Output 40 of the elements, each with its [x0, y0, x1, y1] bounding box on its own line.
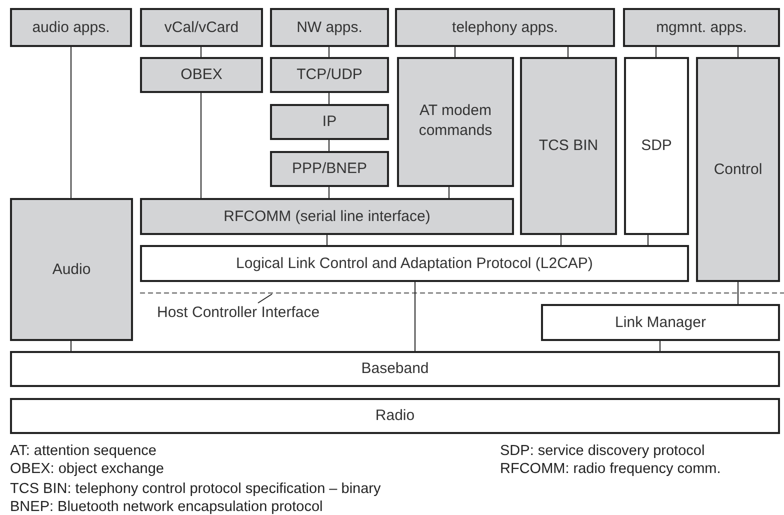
connector-line	[414, 282, 416, 352]
protocol-box: TCP/UDP	[270, 57, 389, 93]
connector-line	[70, 340, 72, 352]
protocol-box: OBEX	[140, 57, 263, 93]
protocol-box: IP	[270, 104, 389, 140]
protocol-box: PPP/BNEP	[270, 151, 389, 187]
protocol-box: vCal/vCard	[140, 8, 263, 47]
leader-line	[258, 294, 272, 304]
protocol-box: Control	[696, 57, 780, 282]
connector-line	[328, 92, 330, 104]
protocol-box: telephony apps.	[395, 8, 615, 47]
abbreviation-note: BNEP: Bluetooth network encapsulation protocol	[10, 498, 323, 515]
abbreviation-note: RFCOMM: radio frequency comm.	[500, 460, 721, 478]
connector-line	[328, 186, 330, 198]
connector-line	[70, 46, 72, 198]
protocol-box: NW apps.	[270, 8, 389, 47]
connector-line	[200, 46, 202, 58]
protocol-box: Audio	[10, 198, 133, 341]
protocol-box: Link Manager	[541, 304, 780, 341]
connector-line	[328, 140, 330, 152]
protocol-box: audio apps.	[10, 8, 132, 47]
protocol-box: Logical Link Control and Adaptation Protocol (L2CAP)	[140, 245, 689, 282]
abbreviation-note: OBEX: object exchange	[10, 460, 164, 478]
connector-line	[328, 46, 330, 58]
abbreviation-note: SDP: service discovery protocol	[500, 442, 705, 460]
abbreviation-note: AT: attention sequence	[10, 442, 156, 460]
connector-line	[560, 234, 562, 246]
connector-line	[454, 46, 456, 58]
connector-line	[200, 92, 202, 198]
protocol-box: AT modem commands	[397, 57, 514, 187]
protocol-box: Baseband	[10, 351, 780, 387]
abbreviation-note: TCS BIN: telephony control protocol specification – binary	[10, 480, 381, 498]
protocol-box: Radio	[10, 398, 780, 434]
protocol-box: mgmnt. apps.	[623, 8, 780, 47]
protocol-box: TCS BIN	[520, 57, 617, 235]
connector-line	[326, 234, 328, 246]
interface-label: Host Controller Interface	[157, 304, 320, 321]
protocol-box: SDP	[624, 57, 689, 235]
connector-line	[448, 186, 450, 198]
protocol-box: RFCOMM (serial line interface)	[140, 198, 514, 235]
